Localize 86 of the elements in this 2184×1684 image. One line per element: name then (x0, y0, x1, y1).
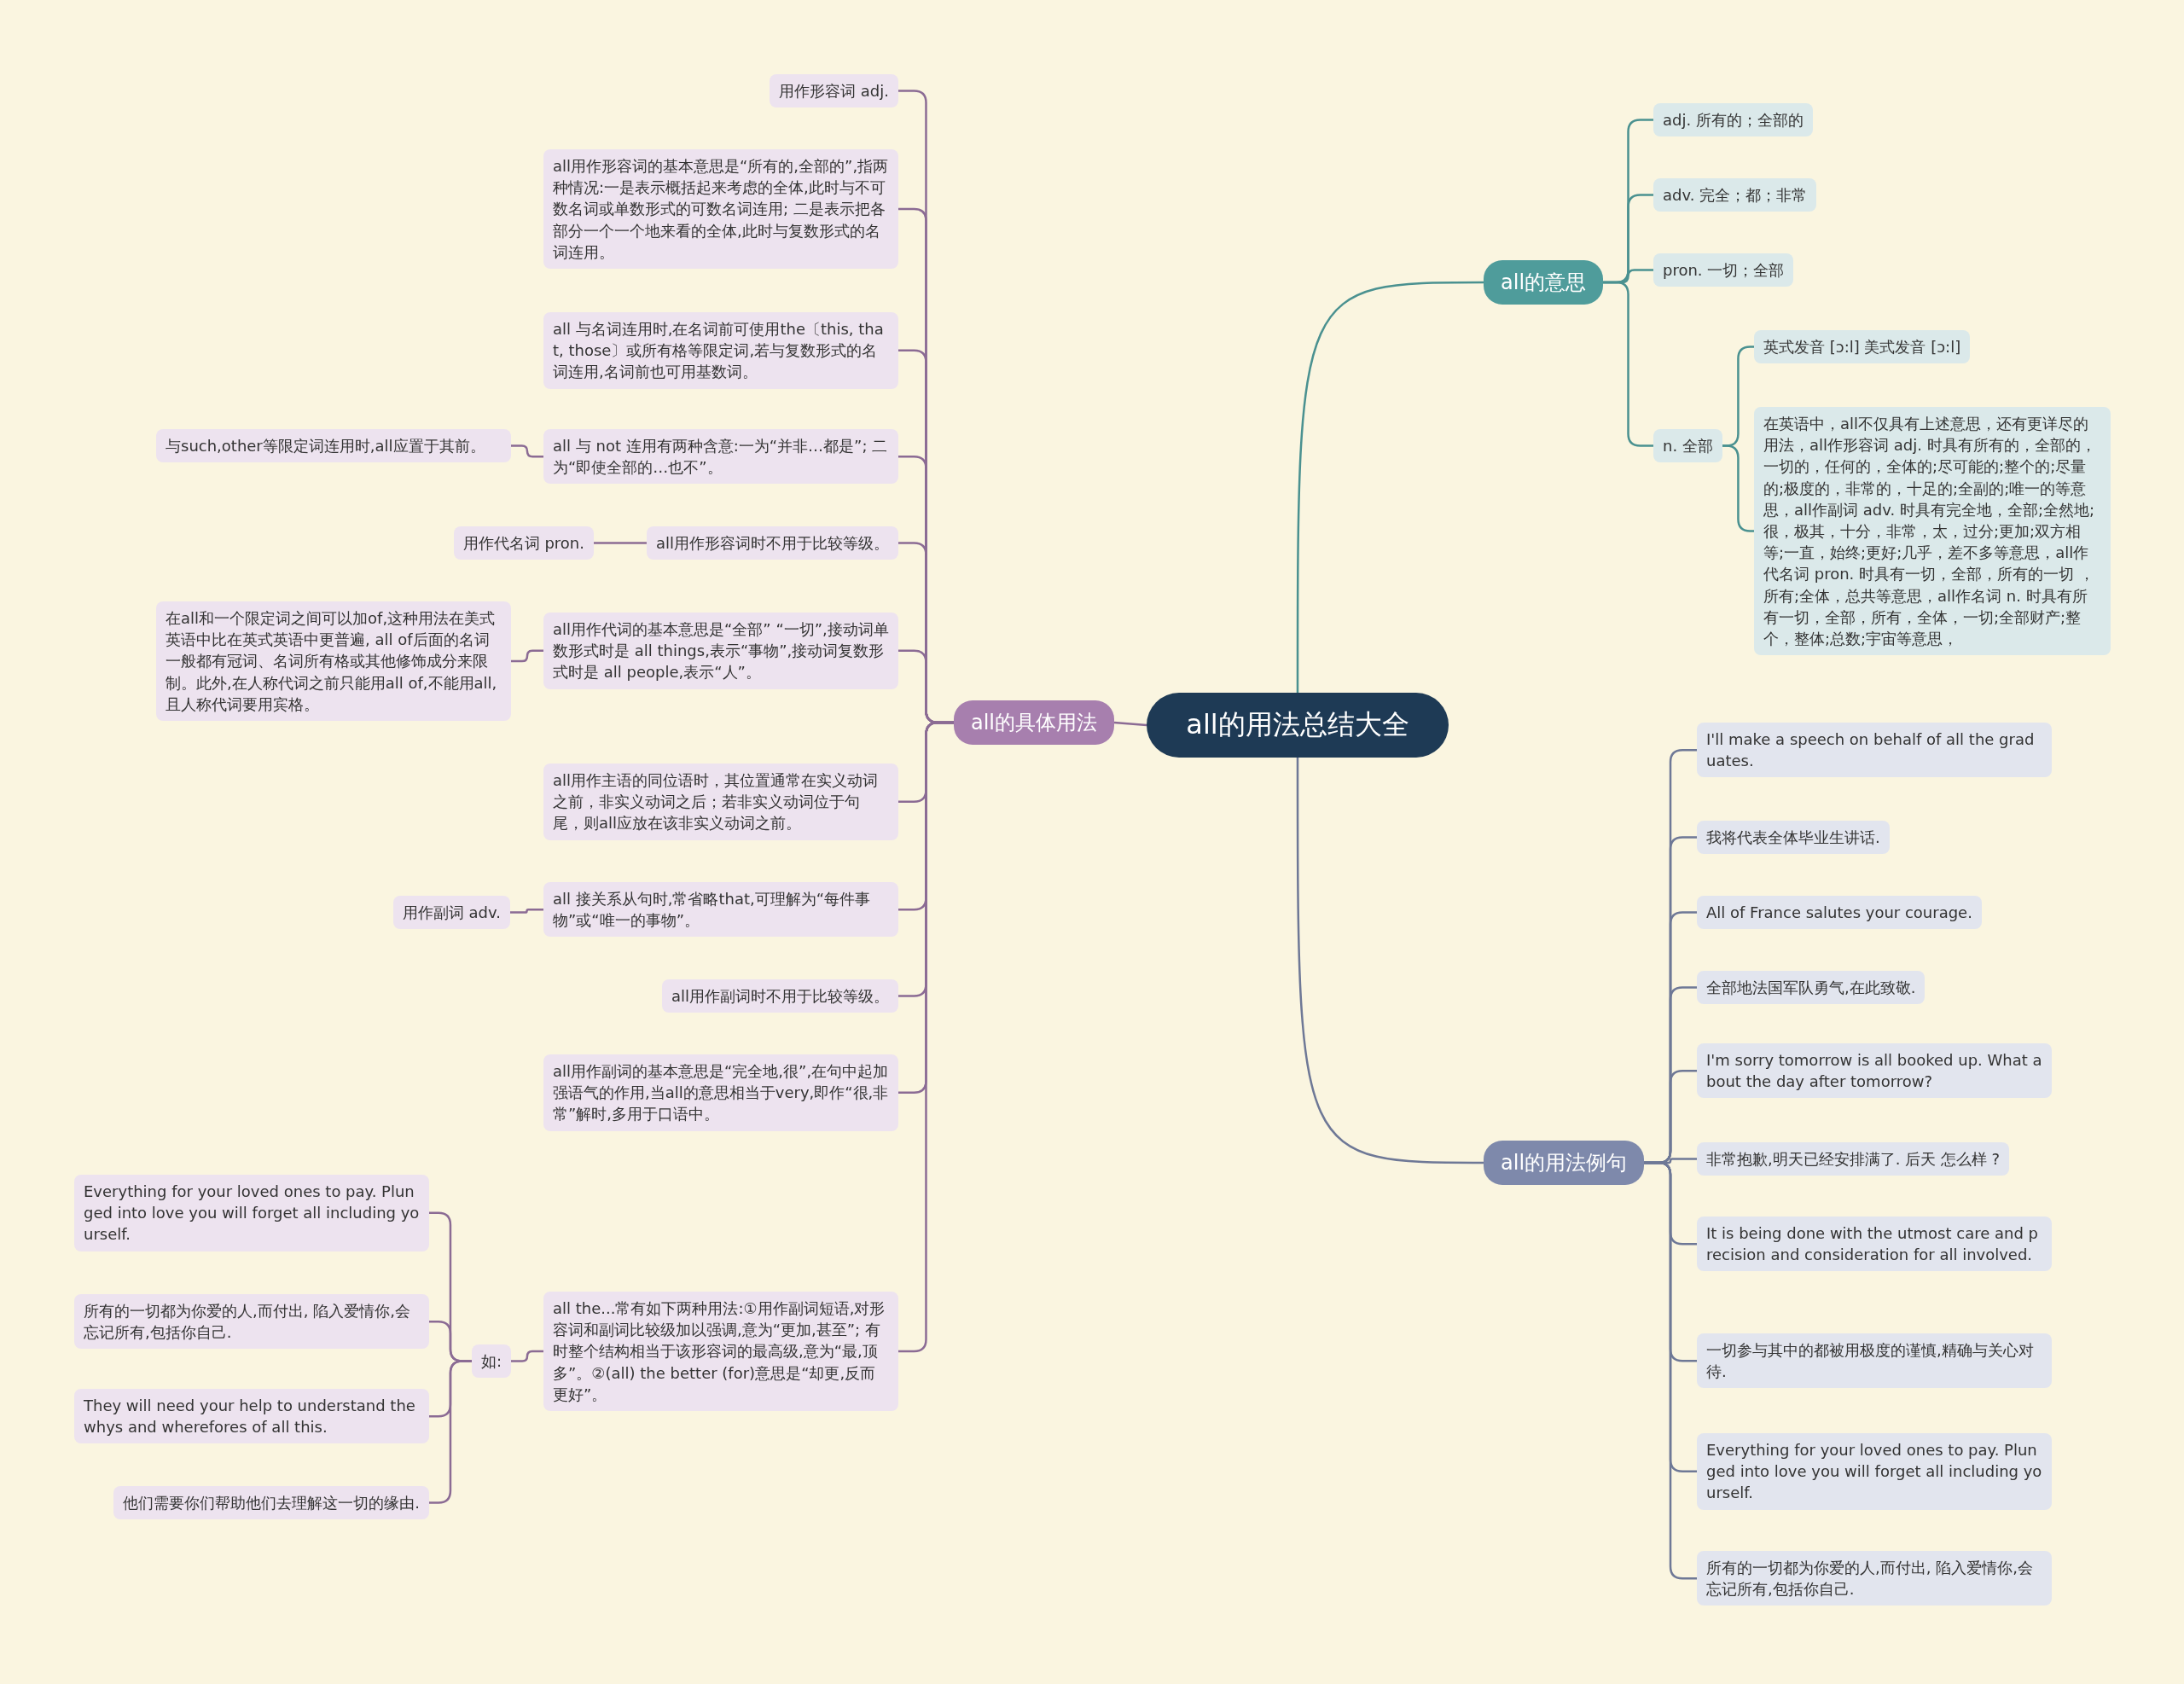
topic-text: all用作代词的基本意思是“全部” “一切”,接动词单数形式时是 all things,表示“事物”,接动词复数形式时是 all people,表示“人”。 (553, 619, 889, 683)
connector-line (1113, 721, 1147, 727)
subtopic-card (471, 1344, 511, 1379)
subtopic-card (1697, 1551, 2052, 1606)
branch-topic (953, 700, 1114, 745)
subtopic-card (1697, 1142, 2010, 1176)
topic-text: all的意思 (1501, 270, 1587, 296)
subtopic-card (113, 1486, 429, 1520)
subtopic-card (543, 1054, 898, 1131)
topic-text: 非常抱歉,明天已经安排满了. 后天 怎么样 ? (1706, 1149, 2001, 1170)
subtopic-card (453, 526, 594, 560)
connector-line (511, 649, 543, 663)
connector-line (594, 542, 647, 544)
subtopic-card (74, 1294, 429, 1350)
topic-text: all用作主语的同位语时，其位置通常在实义动词之前，非实义动词之后；若非实义动词位于句尾，则all应放在该非实义动词之前。 (553, 770, 880, 834)
subtopic-card (392, 896, 510, 930)
topic-text: n. 全部 (1663, 436, 1713, 456)
subtopic-card (1697, 821, 1890, 855)
topic-text: 用作形容词 adj. (779, 81, 889, 102)
subtopic-card (543, 882, 898, 938)
topic-text: all的具体用法 (970, 710, 1097, 736)
topic-text: 英式发音 [ɔ:l] 美式发音 [ɔ:l] (1763, 337, 1961, 357)
subtopic-card (1653, 253, 1794, 287)
subtopic-card (1653, 103, 1813, 137)
subtopic-card (543, 1292, 898, 1411)
subtopic-card (646, 526, 898, 560)
topic-text: all的用法例句 (1501, 1150, 1628, 1176)
topic-text: I'll make a speech on behalf of all the graduates. (1706, 729, 2036, 772)
connector-line (510, 908, 543, 914)
topic-text: pron. 一切；全部 (1663, 260, 1785, 281)
topic-text: 一切参与其中的都被用极度的谨慎,精确与关心对待. (1706, 1340, 2035, 1383)
subtopic-card (770, 74, 898, 108)
subtopic-card (1653, 429, 1722, 463)
branch-topic (1484, 260, 1604, 305)
topic-text: adj. 所有的；全部的 (1663, 110, 1804, 131)
connector-line (1296, 758, 1484, 1164)
topic-text: all用作形容词的基本意思是“所有的,全部的”,指两种情况:一是表示概括起来考虑的全体,此时与不可数名词或单数形式的可数名词连用; 二是表示把各部分一个一个地来看的全体,此时与复数形式的名词连用。 (553, 156, 889, 263)
topic-text: All of France salutes your courage. (1706, 903, 1972, 923)
topic-text: 所有的一切都为你爱的人,而付出, 陷入爱情你,会忘记所有,包括你自己. (84, 1301, 411, 1344)
topic-text: 与such,other等限定词连用时,all应置于其前。 (166, 436, 486, 456)
topic-text: all的用法总结大全 (1185, 707, 1410, 742)
subtopic-card (1697, 1043, 2052, 1099)
topic-text: 他们需要你们帮助他们去理解这一切的缘由. (123, 1493, 420, 1513)
subtopic-card (1697, 1217, 2052, 1272)
topic-text: adv. 完全；都；非常 (1663, 185, 1808, 206)
subtopic-card (543, 149, 898, 269)
subtopic-card (74, 1389, 429, 1444)
topic-text: all用作副词时不用于比较等级。 (671, 986, 889, 1007)
subtopic-card (543, 429, 898, 485)
topic-text: all 与 not 连用有两种含意:一为“并非…都是”; 二为“即使全部的…也不”。 (553, 436, 889, 479)
connector-line (511, 1350, 543, 1362)
subtopic-card (1697, 896, 1982, 930)
topic-text: 全部地法国军队勇气,在此致敬. (1706, 978, 1916, 998)
subtopic-card (1697, 723, 2052, 778)
topic-text: It is being done with the utmost care and precision and consideration for all involved. (1706, 1223, 2039, 1266)
topic-text: all用作副词的基本意思是“完全地,很”,在句中起加强语气的作用,当all的意思相当于very,即作“很,非常”解时,多用于口语中。 (553, 1061, 889, 1125)
subtopic-card (661, 979, 898, 1013)
topic-text: I'm sorry tomorrow is all booked up. What about the day after tomorrow? (1706, 1050, 2042, 1093)
subtopic-card (543, 613, 898, 689)
subtopic-card (1754, 330, 1971, 364)
subtopic-card (156, 429, 511, 463)
subtopic-card (1653, 178, 1817, 212)
topic-text: 用作代名词 pron. (462, 533, 584, 554)
subtopic-card (1697, 1433, 2052, 1510)
topic-text: They will need your help to understand the whys and wherefores of all this. (84, 1396, 416, 1438)
subtopic-card (1697, 1333, 2052, 1389)
topic-text: 我将代表全体毕业生讲话. (1706, 827, 1880, 848)
connector-line (511, 444, 543, 458)
topic-text: all 接关系从句时,常省略that,可理解为“每件事物”或“唯一的事物”。 (553, 889, 872, 932)
topic-text: 如: (480, 1351, 502, 1372)
connector-line (1296, 281, 1484, 693)
topic-text: 用作副词 adv. (402, 903, 501, 923)
subtopic-card (1697, 971, 1926, 1005)
topic-text: Everything for your loved ones to pay. Plunged into love you will forget all including yourself. (1706, 1440, 2042, 1504)
subtopic-card (543, 312, 898, 389)
branch-topic (1484, 1141, 1645, 1185)
subtopic-card (74, 1175, 429, 1251)
topic-text: all用作形容词时不用于比较等级。 (655, 533, 889, 554)
topic-text: 在all和一个限定词之间可以加of,这种用法在美式英语中比在英式英语中更普遍, all of后面的名词一般都有冠词、名词所有格或其他修饰成分来限制。此外,在人称代词之前只能用all of,不能用all,且人称代词要用宾格。 (166, 608, 498, 715)
topic-text: 所有的一切都为你爱的人,而付出, 陷入爱情你,会忘记所有,包括你自己. (1706, 1558, 2034, 1600)
subtopic-card (543, 764, 898, 840)
topic-text: Everything for your loved ones to pay. Plunged into love you will forget all including yourself. (84, 1182, 420, 1246)
subtopic-card (156, 601, 511, 721)
topic-text: all the...常有如下两种用法:①用作副词短语,对形容词和副词比较级加以强调,意为“更加,甚至”; 有时整个结构相当于该形容词的最高级,意为“最,顶多”。②(all) the better (for)意思是“却更,反而更好”。 (553, 1298, 886, 1405)
topic-text: 在英语中，all不仅具有上述意思，还有更详尽的用法，all作形容词 adj. 时具有所有的，全部的，一切的，任何的，全体的;尽可能的;整个的;尽量的;极度的，非常的，十足的;全副的;唯一的等意思，all作副词 adv. 时具有完全地，全部;全然地;很，极其，十分，非常，太，过分;更加;双方相等;一直，始终;更好;几乎，差不多等意思，all作代名词 pron. 时具有一切，全部，所有的一切 ，所有;全体，总共等意思，all作名词 n. 时具有所有一切，全部，所有，全体，一切;全部财产;整个，整体;总数;宇宙等意思， (1763, 414, 2097, 649)
topic-text: all 与名词连用时,在名词前可使用the〔this, that, those〕或所有格等限定词,若与复数形式的名词连用,名词前也可用基数词。 (553, 319, 885, 383)
